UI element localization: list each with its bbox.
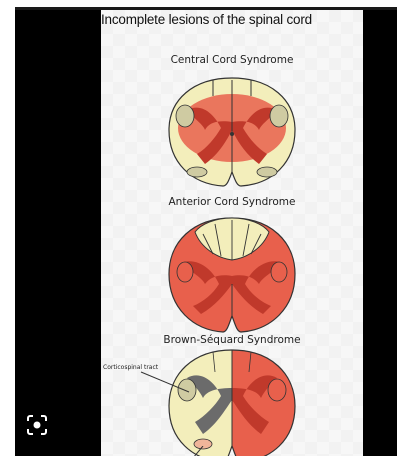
central-cord-diagram bbox=[163, 72, 301, 192]
anterior-cord-diagram bbox=[163, 214, 301, 336]
figure-title: Incomplete lesions of the spinal cord bbox=[101, 12, 363, 27]
annotation-leader-line-bottom bbox=[189, 446, 209, 456]
lens-search-icon[interactable] bbox=[26, 414, 48, 436]
brown-sequard-diagram bbox=[163, 348, 301, 456]
section-label-brown-sequard: Brown-Séquard Syndrome bbox=[101, 334, 363, 346]
section-label-central-cord: Central Cord Syndrome bbox=[101, 54, 363, 66]
image-viewer: Incomplete lesions of the spinal cord Ce… bbox=[15, 7, 397, 456]
figure-canvas: Incomplete lesions of the spinal cord Ce… bbox=[101, 10, 363, 456]
section-label-anterior-cord: Anterior Cord Syndrome bbox=[101, 196, 363, 208]
lens-search-icon-glyph bbox=[26, 414, 48, 436]
annotation-leader-line bbox=[139, 370, 199, 400]
